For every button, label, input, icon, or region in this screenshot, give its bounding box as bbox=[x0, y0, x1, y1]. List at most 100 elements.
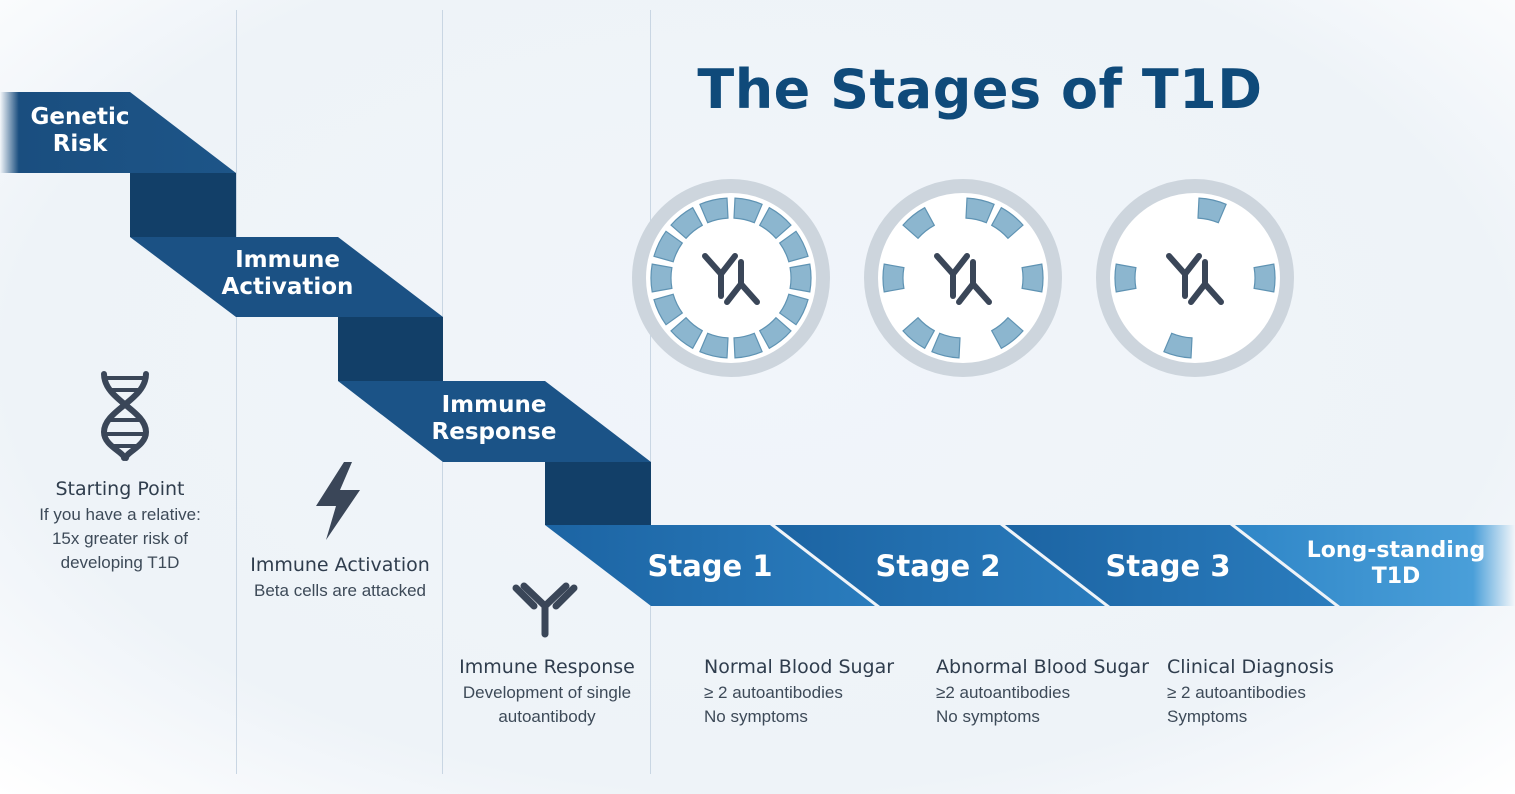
beta-cell-segment bbox=[965, 197, 995, 224]
beta-cell-segment bbox=[1021, 263, 1044, 293]
antibody-stroke bbox=[724, 281, 744, 305]
pancreatic-islet-cell-icon bbox=[864, 179, 1062, 377]
antibody-stroke bbox=[1166, 253, 1188, 277]
desc-starting-point: Starting Point If you have a relative: 1… bbox=[20, 478, 220, 575]
ribbon-stage-1 bbox=[545, 525, 875, 606]
antibody-stroke bbox=[1188, 281, 1208, 305]
beta-cell-segment bbox=[699, 332, 729, 359]
desc-heading: Immune Response bbox=[459, 656, 635, 678]
desc-line: Development of single bbox=[462, 683, 632, 702]
antibody-pair-icon bbox=[934, 253, 992, 305]
antibody-stroke bbox=[970, 281, 992, 305]
beta-cell-segment bbox=[733, 197, 763, 224]
ribbon-label-immune-activation: Immune Activation bbox=[210, 247, 365, 301]
beta-cell-segment bbox=[1163, 332, 1193, 359]
ribbon-stage-2 bbox=[775, 525, 1105, 606]
desc-immune-response: Immune Response Development of single au… bbox=[444, 656, 650, 729]
beta-cell-segment bbox=[902, 206, 936, 240]
antibody-stroke bbox=[702, 253, 724, 277]
ribbon-stage-3 bbox=[1005, 525, 1335, 606]
beta-cell-segment bbox=[1197, 197, 1227, 224]
antibody-stroke bbox=[718, 253, 738, 277]
antibody-stroke bbox=[1202, 281, 1224, 305]
pancreatic-islet-cell-icon bbox=[632, 179, 830, 377]
antibody-stroke bbox=[956, 281, 976, 305]
beta-cell-segment bbox=[990, 206, 1024, 240]
desc-stage-3: Clinical Diagnosis ≥ 2 autoantibodies Sy… bbox=[1167, 656, 1387, 729]
antibody-icon bbox=[512, 582, 578, 638]
pancreatic-islet-cell-icon bbox=[1096, 179, 1294, 377]
column-divider bbox=[650, 10, 651, 774]
beta-cell-segment bbox=[990, 316, 1024, 350]
ribbon-fold bbox=[130, 173, 236, 237]
desc-heading: Immune Activation bbox=[250, 554, 430, 576]
beta-cell-segment bbox=[882, 263, 905, 293]
beta-cell-segment bbox=[670, 206, 704, 240]
column-divider bbox=[236, 10, 237, 774]
ribbon-long-standing bbox=[1235, 525, 1515, 606]
desc-line: If you have a relative: bbox=[39, 505, 201, 524]
ribbon-label-line: Immune bbox=[235, 247, 340, 273]
desc-line: ≥ 2 autoantibodies bbox=[1167, 683, 1306, 702]
beta-cell-segment bbox=[653, 230, 684, 263]
ribbon-fold bbox=[338, 317, 443, 381]
beta-cell-segment bbox=[650, 263, 673, 293]
desc-line: No symptoms bbox=[936, 707, 1040, 726]
ribbon-step-immune-activation bbox=[130, 237, 443, 317]
beta-cell-segment bbox=[733, 332, 763, 359]
ribbon-step-immune-response bbox=[338, 381, 651, 462]
beta-cell-segment bbox=[931, 332, 961, 359]
lightning-bolt-icon bbox=[316, 462, 360, 540]
beta-cell-segment bbox=[778, 293, 809, 326]
desc-line: No symptoms bbox=[704, 707, 808, 726]
ribbon-label-line: Response bbox=[431, 419, 557, 445]
beta-cell-segment bbox=[1253, 263, 1276, 293]
beta-cell-segment bbox=[789, 263, 812, 293]
ribbon-label-stage-1: Stage 1 bbox=[647, 549, 773, 583]
desc-line: ≥ 2 autoantibodies bbox=[704, 683, 843, 702]
dna-icon bbox=[100, 371, 150, 461]
ribbon-label-genetic-risk: Genetic Risk bbox=[20, 104, 140, 158]
desc-heading: Clinical Diagnosis bbox=[1167, 656, 1334, 678]
ribbon-label-line: Risk bbox=[52, 131, 108, 157]
beta-cell-segment bbox=[758, 316, 792, 350]
beta-cell-segment bbox=[670, 316, 704, 350]
beta-cell-segment bbox=[778, 230, 809, 263]
desc-heading: Starting Point bbox=[55, 478, 185, 500]
ribbon-label-line: Immune bbox=[441, 392, 547, 418]
ribbon-label-line: T1D bbox=[1371, 564, 1421, 589]
antibody-stroke bbox=[1182, 253, 1202, 277]
antibody-stroke bbox=[738, 281, 760, 305]
beta-cell-segment bbox=[1114, 263, 1137, 293]
beta-cell-segment bbox=[699, 197, 729, 224]
desc-heading: Abnormal Blood Sugar bbox=[936, 656, 1149, 678]
antibody-stroke bbox=[934, 253, 956, 277]
desc-stage-2: Abnormal Blood Sugar ≥2 autoantibodies N… bbox=[936, 656, 1156, 729]
desc-line: developing T1D bbox=[60, 553, 180, 572]
ribbon-label-line: Long-standing bbox=[1306, 538, 1486, 563]
cell-ring bbox=[1096, 179, 1294, 377]
desc-line: autoantibody bbox=[498, 707, 596, 726]
desc-line: 15x greater risk of bbox=[51, 529, 189, 548]
ribbon-label-stage-3: Stage 3 bbox=[1105, 549, 1231, 583]
antibody-pair-icon bbox=[702, 253, 760, 305]
ribbon-step-genetic-risk bbox=[0, 92, 236, 173]
desc-heading: Normal Blood Sugar bbox=[704, 656, 895, 678]
antibody-stroke bbox=[950, 253, 970, 277]
ribbon-label-long-standing: Long-standing T1D bbox=[1296, 538, 1496, 590]
beta-cell-segment bbox=[653, 293, 684, 326]
desc-stage-1: Normal Blood Sugar ≥ 2 autoantibodies No… bbox=[704, 656, 924, 729]
desc-line: Symptoms bbox=[1167, 707, 1248, 726]
desc-immune-activation: Immune Activation Beta cells are attacke… bbox=[238, 554, 442, 603]
desc-line: ≥2 autoantibodies bbox=[936, 683, 1071, 702]
beta-cell-segment bbox=[902, 316, 936, 350]
desc-line: Beta cells are attacked bbox=[254, 581, 426, 600]
antibody-pair-icon bbox=[1166, 253, 1224, 305]
ribbon-label-line: Genetic bbox=[30, 104, 130, 130]
page-title: The Stages of T1D bbox=[697, 58, 1263, 121]
ribbon-label-immune-response: Immune Response bbox=[420, 392, 568, 446]
beta-cell-segment bbox=[758, 206, 792, 240]
ribbon-fold bbox=[545, 462, 651, 525]
